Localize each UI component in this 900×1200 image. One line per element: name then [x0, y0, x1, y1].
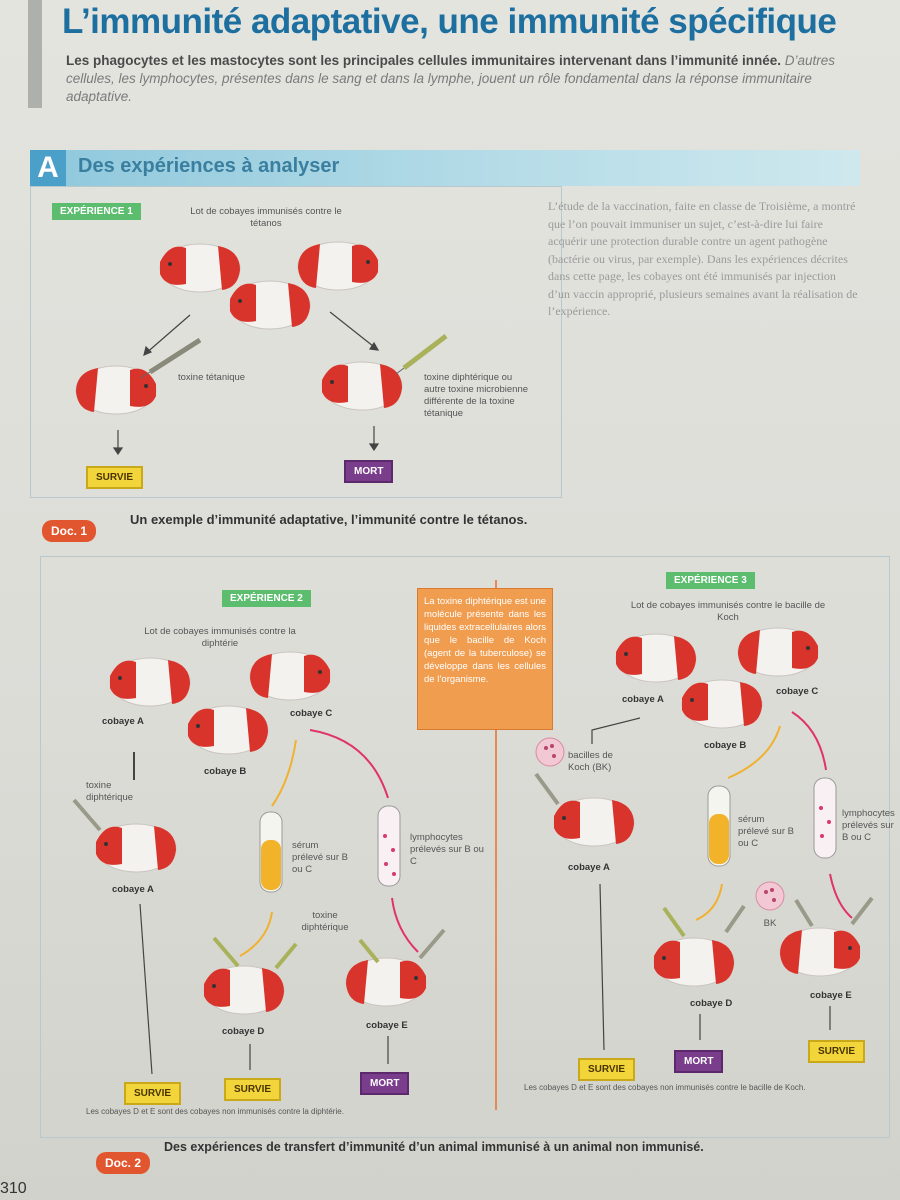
- doc1-frame: [30, 186, 562, 498]
- doc1-arrows: [112, 311, 380, 456]
- exp3-guinea-pig-d: [653, 937, 735, 987]
- exp2-guinea-pig-a: [109, 657, 191, 707]
- section-letter: A: [30, 150, 66, 186]
- exp3-guinea-pig-a: [615, 633, 697, 683]
- doc1-guinea-pig-2: [297, 241, 379, 291]
- exp3-cobaye-b-label: cobaye B: [704, 740, 747, 751]
- exp2-guinea-pig-e: [345, 957, 427, 1007]
- margin-bar: [28, 0, 42, 108]
- exp2-toxin-a: toxine diphtérique: [86, 780, 134, 803]
- doc2-frame: [40, 556, 890, 1138]
- experience-2-tag: EXPÉRIENCE 2: [222, 590, 311, 607]
- doc1-guinea-pig-left: [75, 365, 157, 415]
- exp3-guinea-pig-b: [681, 679, 763, 729]
- exp2-syringe-icons: [72, 798, 446, 970]
- exp3-syringe-icons: [534, 772, 874, 938]
- orange-info-box: La toxine diphtérique est une molécule p…: [417, 588, 553, 730]
- exp3-guinea-pig-a2: [553, 797, 635, 847]
- doc1-lot-label: Lot de cobayes immunisés contre le tétan…: [190, 206, 342, 229]
- exp2-lymphocyte-tube-icon: [377, 805, 401, 887]
- page-title: L’immunité adaptative, une immunité spéc…: [62, 2, 837, 41]
- doc1-guinea-pig-right: [321, 361, 403, 411]
- exp2-toxin-de: toxine diphtérique: [301, 910, 349, 933]
- page-number: 310: [0, 1180, 27, 1197]
- exp3-cobaye-e-label: cobaye E: [810, 990, 852, 1001]
- exp2-cobaye-d-label: cobaye D: [222, 1026, 265, 1037]
- exp2-guinea-pig-b: [187, 705, 269, 755]
- exp3-guinea-pig-e: [779, 927, 861, 977]
- exp2-cobaye-e-label: cobaye E: [366, 1020, 408, 1031]
- doc1-guinea-pig-3: [229, 280, 311, 330]
- exp2-cobaye-b-label: cobaye B: [204, 766, 247, 777]
- exp2-guinea-pig-d: [203, 965, 285, 1015]
- exp3-guinea-pig-c: [737, 627, 819, 677]
- exp2-cobaye-a2-label: cobaye A: [112, 884, 154, 895]
- doc1-guinea-pig-1: [159, 243, 241, 293]
- doc1-syringe-right-icon: [395, 334, 448, 375]
- exp2-survie-d: SURVIE: [224, 1078, 282, 1101]
- exp2-survie-a: SURVIE: [124, 1082, 182, 1105]
- exp3-bacilles-label: bacilles de Koch (BK): [568, 750, 613, 773]
- intro-bold-text: Les phagocytes et les mastocytes sont le…: [66, 53, 781, 68]
- exp3-survie-a: SURVIE: [578, 1058, 636, 1081]
- exp2-cobaye-a-label: cobaye A: [102, 716, 144, 727]
- doc1-badge: Doc. 1: [42, 520, 97, 542]
- intro-paragraph: Les phagocytes et les mastocytes sont le…: [66, 52, 856, 106]
- exp2-mort-e: MORT: [360, 1072, 410, 1095]
- exp3-mort-d: MORT: [674, 1050, 724, 1073]
- doc1-side-text: L’étude de la vaccination, faite en clas…: [548, 199, 858, 318]
- exp3-bk-label: BK: [763, 918, 777, 929]
- exp3-lymphocytes-label: lymphocytes prélevés sur B ou C: [842, 808, 895, 843]
- section-a-banner: A Des expériences à analyser: [30, 150, 860, 186]
- exp2-serum-label: sérum prélevé sur B ou C: [292, 840, 348, 875]
- exp3-lot-label: Lot de cobayes immunisés contre le bacil…: [630, 600, 826, 623]
- exp3-cobaye-c-label: cobaye C: [776, 686, 819, 697]
- exp3-lymphocyte-tube-icon: [813, 777, 837, 859]
- doc1-toxin-right: toxine diphtérique ou autre toxine micro…: [424, 372, 529, 419]
- exp2-guinea-pig-a2: [95, 823, 177, 873]
- experience-3-tag: EXPÉRIENCE 3: [666, 572, 755, 589]
- doc1-caption: Un exemple d’immunité adaptative, l’immu…: [130, 512, 528, 527]
- exp2-lot-label: Lot de cobayes immunisés contre la dipht…: [144, 626, 296, 649]
- exp2-arrows: [133, 729, 419, 1075]
- section-title: Des expériences à analyser: [78, 155, 340, 177]
- exp2-footnote: Les cobayes D et E sont des cobayes non …: [86, 1107, 344, 1116]
- experience-1-tag: EXPÉRIENCE 1: [52, 203, 141, 220]
- doc2-divider: [495, 580, 497, 1110]
- exp3-cobaye-a-label: cobaye A: [622, 694, 664, 705]
- intro-italic-text: D’autres cellules, les lymphocytes, prés…: [66, 53, 836, 104]
- exp3-arrows: [591, 711, 853, 1051]
- exp3-survie-e: SURVIE: [808, 1040, 866, 1063]
- doc2-caption: Des expériences de transfert d’immunité …: [164, 1140, 704, 1154]
- exp3-cobaye-d-label: cobaye D: [690, 998, 733, 1009]
- doc1-survie-badge: SURVIE: [86, 466, 144, 489]
- doc2-badge: Doc. 2: [96, 1152, 151, 1174]
- exp3-bacilli-icon: [535, 737, 565, 767]
- exp3-serum-tube-icon: [707, 785, 731, 867]
- exp2-lymphocytes-label: lymphocytes prélevés sur B ou C: [410, 832, 484, 867]
- doc1-syringe-left-icon: [139, 337, 202, 379]
- exp3-bk-icon: [755, 881, 785, 911]
- exp3-cobaye-a2-label: cobaye A: [568, 862, 610, 873]
- exp3-serum-label: sérum prélevé sur B ou C: [738, 814, 794, 849]
- exp2-guinea-pig-c: [249, 651, 331, 701]
- exp2-cobaye-c-label: cobaye C: [290, 708, 333, 719]
- exp3-footnote: Les cobayes D et E sont des cobayes non …: [524, 1083, 806, 1092]
- doc1-mort-badge: MORT: [344, 460, 394, 483]
- exp2-serum-tube-icon: [259, 811, 283, 893]
- doc1-toxin-left: toxine tétanique: [178, 372, 246, 383]
